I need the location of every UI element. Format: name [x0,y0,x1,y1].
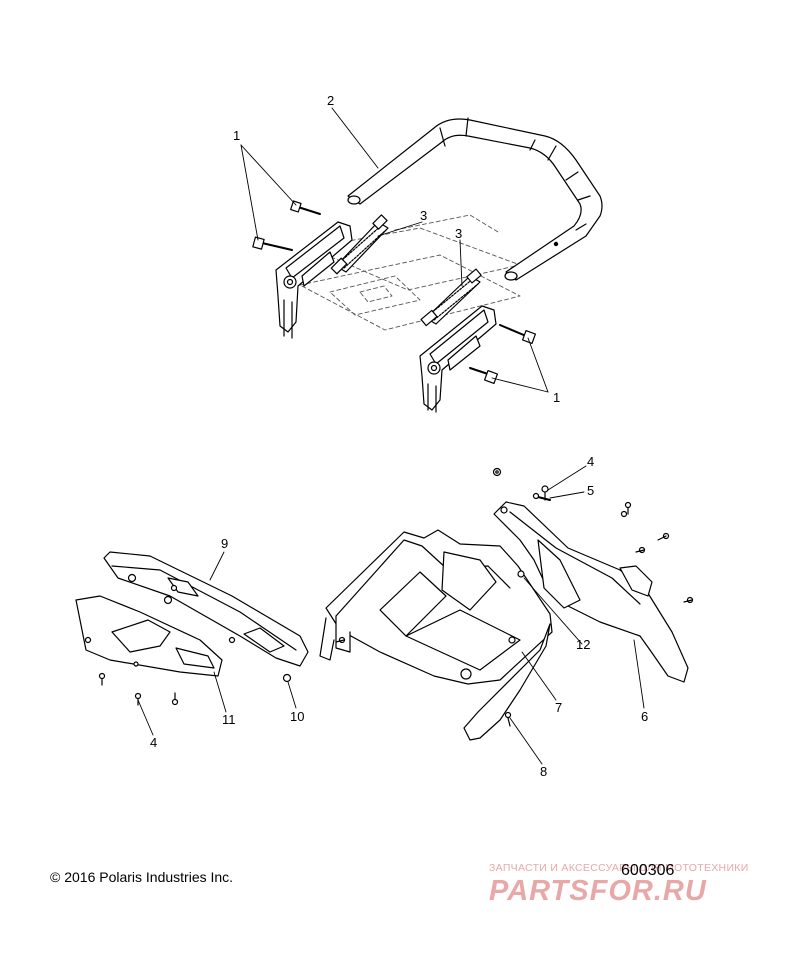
watermark-logo: PARTSFOR.RU [489,875,707,907]
callout-3-left: 3 [420,208,428,223]
callout-6: 6 [641,709,649,724]
callout-9: 9 [221,536,229,551]
grab-handle [347,117,603,281]
strap-right [420,268,482,327]
copyright-notice: © 2016 Polaris Industries Inc. [50,869,234,885]
panel-9 [103,551,309,667]
callout-2: 2 [327,93,335,108]
panel-6 [493,501,689,683]
bolt-1b [252,236,293,251]
bolt-1a [290,200,321,215]
callout-7: 7 [555,700,563,715]
callout-4-bottom: 4 [150,735,158,750]
callout-3-right: 3 [455,226,463,241]
fastener-5 [532,492,551,501]
bracket-left [275,221,353,339]
bracket-right [419,305,497,413]
callout-1-bottom: 1 [553,390,561,405]
watermark-tagline: ЗАПЧАСТИ И АКСЕССУАРЫ ДЛЯ МОТОТЕХНИКИ [489,862,749,874]
diagram-number: 600306 [621,862,675,879]
callout-4-top: 4 [587,454,595,469]
fastener-misc [98,467,694,706]
fastener-10 [228,636,292,683]
bolt-1d [469,367,499,385]
leader-lines [137,107,645,765]
callout-11: 11 [222,712,236,727]
center-tub [319,529,553,741]
bolt-1c [499,324,537,345]
callout-5: 5 [587,483,595,498]
fastener-12 [517,570,525,578]
callout-10: 10 [290,709,305,724]
panel-11 [75,595,223,677]
callout-1-top: 1 [233,128,241,143]
strap-left [330,214,389,275]
callout-12: 12 [576,637,591,652]
callout-8: 8 [540,764,548,779]
fastener-8 [504,711,512,727]
